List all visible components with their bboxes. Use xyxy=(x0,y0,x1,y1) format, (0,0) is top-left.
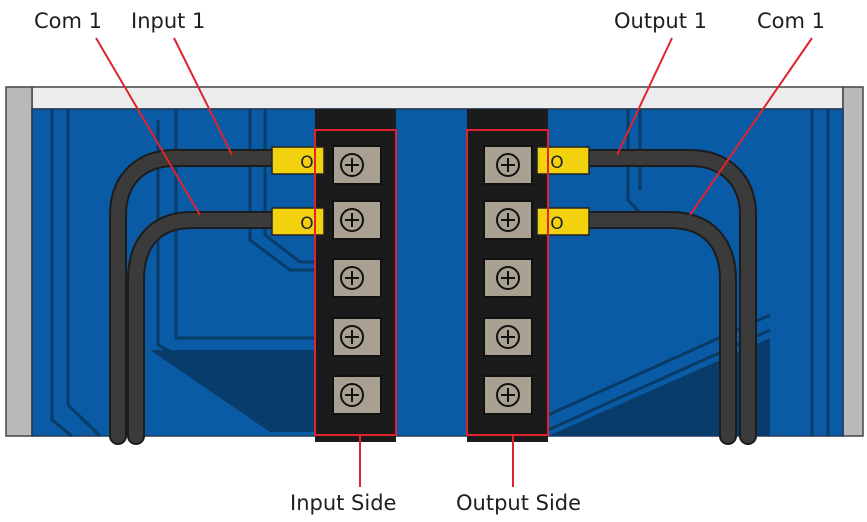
lug-marking: O xyxy=(300,214,313,234)
trace-pad-right xyxy=(548,338,770,436)
plus-screw-icon xyxy=(496,266,520,290)
lug-marking: O xyxy=(550,153,563,173)
trace-left-5 xyxy=(248,109,314,272)
label-com-1-right: Com 1 xyxy=(757,9,826,33)
input-terminal-3 xyxy=(332,258,382,298)
wire-com-1-input xyxy=(127,211,287,445)
plus-screw-icon xyxy=(340,266,364,290)
lug-marking: O xyxy=(300,153,313,173)
label-input-side: Input Side xyxy=(290,491,397,515)
plus-screw-icon xyxy=(340,325,364,349)
trace-right-1 xyxy=(626,109,644,217)
enclosure-right-edge xyxy=(842,86,864,437)
label-output-1: Output 1 xyxy=(614,9,707,33)
plus-screw-icon xyxy=(340,208,364,232)
input-terminal-5 xyxy=(332,375,382,415)
plus-screw-icon xyxy=(496,153,520,177)
label-com-1-left: Com 1 xyxy=(34,9,103,33)
plus-screw-icon xyxy=(496,208,520,232)
output-terminal-3 xyxy=(483,258,533,298)
output-terminal-5 xyxy=(483,375,533,415)
plus-screw-icon xyxy=(340,153,364,177)
enclosure-left-edge xyxy=(5,86,33,437)
output-block-base xyxy=(467,436,548,442)
lug-marking: O xyxy=(550,214,563,234)
plus-screw-icon xyxy=(340,383,364,407)
wire-com-1-output xyxy=(579,211,737,445)
input-terminal-1 xyxy=(332,145,382,185)
callout-output-1 xyxy=(616,37,673,156)
wire-output-1 xyxy=(579,149,757,445)
label-output-side: Output Side xyxy=(456,491,582,515)
trace-left-3 xyxy=(174,109,314,340)
input-block-header xyxy=(315,109,396,129)
input-terminal-2 xyxy=(332,200,382,240)
ring-lug-icon: O xyxy=(536,207,590,236)
plus-screw-icon xyxy=(496,383,520,407)
ring-lug-icon: O xyxy=(271,207,325,236)
plus-screw-icon xyxy=(496,325,520,349)
trace-left-6 xyxy=(263,109,314,264)
enclosure-top-strip xyxy=(31,86,844,110)
output-side-highlight xyxy=(466,129,549,436)
trace-left-2 xyxy=(66,109,102,438)
output-terminal-1 xyxy=(483,145,533,185)
label-input-1: Input 1 xyxy=(131,9,206,33)
output-terminal-4 xyxy=(483,317,533,357)
callout-input-1 xyxy=(173,37,233,156)
wires xyxy=(109,149,757,445)
callout-com-1-left xyxy=(95,37,201,216)
trace-pad-left xyxy=(150,350,315,432)
board-dark-pads xyxy=(150,338,770,436)
output-block-header xyxy=(467,109,548,129)
callouts xyxy=(95,37,813,487)
ring-lug-icon: O xyxy=(271,146,325,175)
input-terminal-4 xyxy=(332,317,382,357)
callout-com-1-right xyxy=(689,37,813,216)
ring-lug-icon: O xyxy=(536,146,590,175)
output-terminal-block xyxy=(467,109,548,442)
input-side-highlight xyxy=(314,129,397,436)
wire-input-1 xyxy=(109,149,287,445)
input-block-base xyxy=(315,436,396,442)
output-terminal-2 xyxy=(483,200,533,240)
trace-left-1 xyxy=(50,109,73,438)
input-terminal-block xyxy=(315,109,396,442)
